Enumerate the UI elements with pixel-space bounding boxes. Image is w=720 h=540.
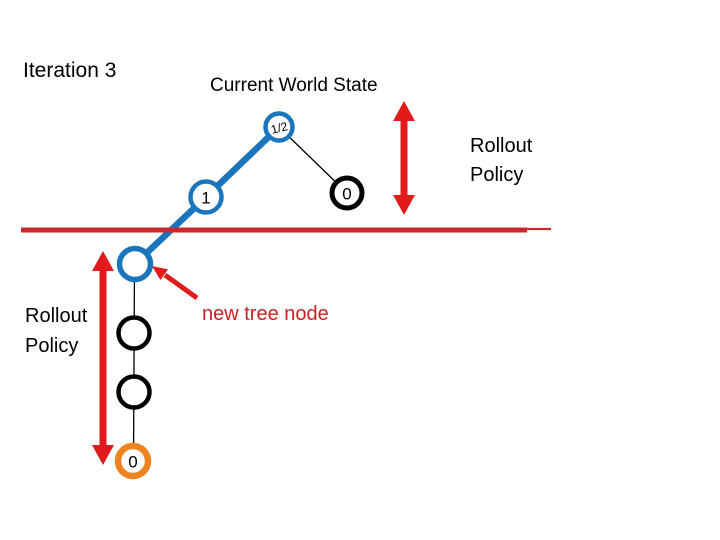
rollout-policy-label-left: Rollout Policy (25, 305, 88, 357)
terminal-node (114, 442, 152, 480)
left-child-node (188, 179, 224, 215)
arrow-down-head (92, 445, 114, 465)
arrow-shaft (400, 119, 408, 197)
right-child-node (329, 175, 365, 211)
arrow-up-head (393, 101, 415, 121)
rollout-node-2 (116, 374, 152, 410)
left-child-value: 1 (201, 189, 210, 208)
arrow-down-head (393, 195, 415, 215)
current-world-state-label: Current World State (210, 75, 378, 96)
right-child-value: 0 (342, 185, 351, 204)
root-node (263, 111, 295, 143)
new-tree-node (116, 245, 154, 283)
rollout-extent-arrow-left (92, 251, 114, 465)
root-node-value: 1/2 (269, 119, 289, 137)
terminal-node-value: 0 (128, 453, 137, 472)
rollout-extent-arrow-right (393, 101, 415, 215)
arrow-shaft (99, 269, 107, 447)
rollout-policy-label-right: Rollout Policy (470, 135, 533, 186)
arrow-shaft (163, 272, 199, 301)
new-tree-node-label: new tree node (202, 303, 329, 325)
new-tree-node-pointer-arrow (152, 266, 199, 301)
arrow-up-head (92, 251, 114, 271)
rollout-node-1 (116, 315, 152, 351)
arrow-head (152, 266, 168, 280)
edge-rollout-chain (132, 263, 136, 462)
slide-title: Iteration 3 (23, 59, 117, 82)
